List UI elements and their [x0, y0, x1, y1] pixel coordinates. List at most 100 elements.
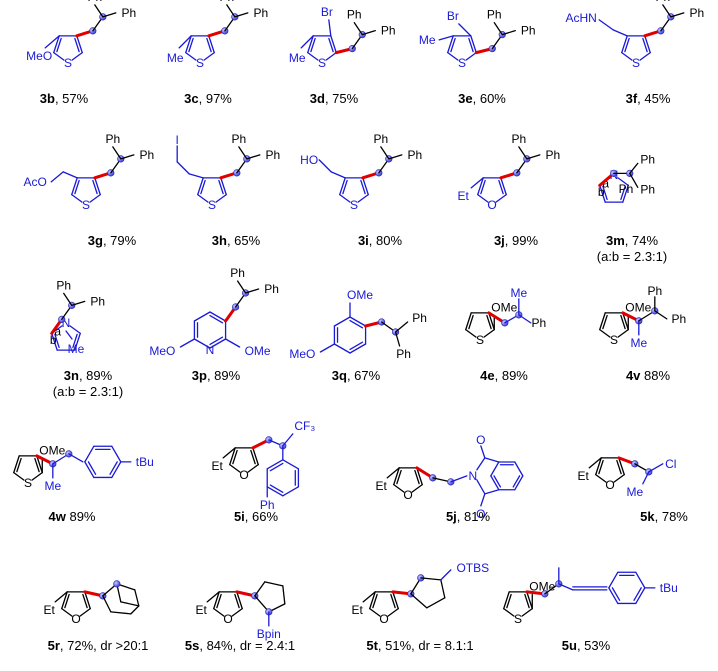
ring-bond: [362, 177, 369, 196]
atom-label: OMe: [491, 301, 517, 315]
ring-double-bond: [64, 593, 70, 609]
compound-yield: , 53%: [576, 638, 611, 653]
bond-line: [179, 338, 196, 348]
heteroatom-label: O: [403, 488, 412, 502]
ring-bond: [193, 311, 211, 322]
ring-double-bond: [602, 185, 608, 201]
ring-bond: [392, 591, 399, 610]
bond-line: [353, 21, 363, 36]
atom-label: OMe: [39, 444, 65, 458]
compound-caption: 3h, 65%: [212, 233, 260, 248]
ring-bond: [84, 591, 91, 610]
ring-bond: [599, 328, 611, 338]
heteroatom-label: S: [610, 333, 618, 347]
ring-bond: [447, 35, 454, 54]
bond-line: [102, 595, 112, 613]
ring-double-bond: [598, 459, 604, 475]
compound-caption: 5u, 53%: [562, 638, 610, 653]
compound-caption: 3p, 89%: [192, 368, 240, 383]
bond-line: [176, 161, 190, 175]
atom-label: Et: [578, 469, 590, 483]
phenyl-label: Ph: [619, 182, 634, 196]
bond-line: [234, 12, 249, 18]
regio-label: a: [602, 176, 609, 190]
atom-label: Et: [458, 189, 470, 203]
ring-double-bond: [34, 457, 40, 473]
phenyl-label: Ph: [230, 266, 245, 280]
bond-line: [518, 146, 528, 160]
phenyl-label: Ph: [381, 24, 396, 38]
compound-yield: , 97%: [198, 91, 232, 106]
compound-number: 5i: [233, 509, 245, 524]
phenyl-label: Ph: [511, 132, 526, 146]
atom-label: tBu: [660, 581, 678, 595]
ring-bond: [635, 587, 646, 605]
bond-line: [629, 162, 639, 175]
bond-line: [386, 467, 400, 479]
compound-number: 5k: [640, 509, 655, 524]
ring-bond: [490, 475, 500, 491]
phenyl-label: Ph: [689, 6, 704, 20]
ring-bond: [393, 483, 405, 493]
ring-double-bond: [633, 587, 642, 601]
ring-bond: [339, 177, 346, 196]
ring-double-bond: [493, 475, 502, 488]
compound-caption: 5k, 78%: [640, 509, 688, 524]
regio-label: b: [598, 185, 605, 199]
ring-bond: [197, 177, 204, 196]
regio-label: b: [50, 333, 57, 347]
bond-line: [458, 23, 472, 37]
ring-bond: [69, 325, 81, 335]
ring-bond: [13, 455, 20, 474]
atom-label: Bpin: [257, 627, 281, 641]
compound-caption: 4e, 89%: [480, 368, 528, 383]
bond-line: [629, 172, 639, 189]
compound-caption: 3c, 97%: [184, 91, 232, 106]
ring-bond: [247, 463, 259, 473]
bond-line: [188, 173, 204, 179]
regioselectivity-note: (a:b = 2.3:1): [596, 249, 668, 264]
atom-label: OMe: [625, 301, 651, 315]
atom-label: Ph: [640, 152, 655, 166]
ring-bond: [622, 312, 629, 331]
ring-bond: [465, 328, 477, 338]
compound-caption: 5s, 84%, dr = 2.4:1: [185, 638, 295, 653]
heteroatom-label: S: [514, 612, 522, 626]
compound-number: 3h: [211, 233, 227, 248]
heteroatom-label: O: [239, 468, 248, 482]
ring-bond: [36, 455, 43, 474]
ring-double-bond: [269, 484, 284, 493]
ring-double-bond: [250, 449, 256, 465]
phenyl-label: Ph: [121, 6, 136, 20]
ring-double-bond: [82, 593, 88, 609]
phenyl-label: Ph: [521, 24, 536, 38]
bond-line: [484, 489, 500, 495]
bond-line: [282, 433, 294, 447]
bond-line: [254, 581, 266, 597]
bond-line: [102, 12, 117, 18]
atom-label: MeO: [289, 347, 315, 361]
ring-bond: [387, 607, 399, 617]
bond-line: [501, 29, 516, 36]
phenyl-label: Ph: [139, 148, 154, 162]
ring-bond: [613, 473, 625, 483]
ring-bond: [369, 607, 381, 617]
compound-number: 4e: [480, 368, 495, 383]
bond-line: [654, 310, 668, 320]
ring-bond: [369, 591, 376, 610]
atom-label: MeO: [149, 344, 175, 358]
atom-label: CF₃: [294, 419, 315, 433]
atom-label: Me: [167, 51, 184, 65]
ring-bond: [208, 35, 215, 54]
ring-double-bond: [342, 179, 348, 195]
ring-bond: [621, 35, 628, 54]
compound-number: 5t: [366, 638, 378, 653]
ring-bond: [203, 51, 215, 61]
compound-caption: 3m, 74%: [606, 233, 658, 248]
compound-number: 3j: [493, 233, 505, 248]
bond-line: [222, 447, 236, 459]
bond-line: [642, 471, 650, 485]
heteroatom-label: S: [196, 56, 204, 70]
bond-line: [318, 159, 332, 173]
